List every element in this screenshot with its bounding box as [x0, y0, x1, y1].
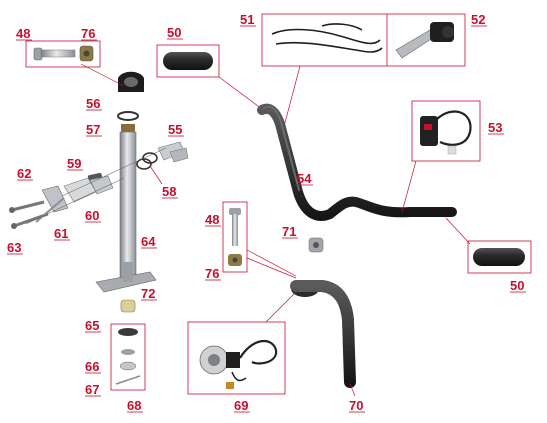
leader-58 — [149, 165, 163, 185]
washer-65 — [118, 328, 138, 336]
pin-68 — [115, 375, 141, 385]
callout-70: 70 — [349, 398, 363, 413]
callout-66: 66 — [85, 359, 99, 374]
callout-65: 65 — [85, 318, 99, 333]
oring-58b — [136, 158, 152, 170]
callout-50-top: 50 — [167, 25, 181, 40]
grip-50-top-box — [156, 44, 220, 78]
handlebar-54-highlight — [263, 105, 300, 191]
leader-50-bottom — [445, 217, 471, 245]
callout-61: 61 — [54, 226, 68, 241]
grip-50-top — [163, 52, 213, 70]
callout-72: 72 — [141, 286, 155, 301]
bracket-55 — [157, 141, 189, 163]
leader-70 — [349, 383, 356, 397]
callout-67: 67 — [85, 382, 99, 397]
callout-62: 62 — [17, 166, 31, 181]
bushing-72 — [120, 299, 136, 313]
leader-69 — [265, 289, 299, 323]
nut-76 — [79, 45, 94, 62]
callout-50-bottom: 50 — [510, 278, 524, 293]
cable-lever-box — [261, 13, 466, 67]
bolt-48-lower — [229, 208, 241, 246]
brake-lever-52 — [395, 22, 454, 59]
guide-line-lower — [25, 177, 125, 225]
ignition-69-box — [187, 321, 286, 395]
grip-50-bottom — [473, 248, 525, 266]
callout-69: 69 — [234, 398, 248, 413]
callout-54: 54 — [297, 171, 312, 186]
callout-55: 55 — [168, 122, 182, 137]
callout-76-top: 76 — [81, 26, 95, 41]
callout-59: 59 — [67, 156, 81, 171]
callout-56: 56 — [86, 96, 100, 111]
bracket-60 — [63, 175, 114, 203]
callout-60: 60 — [85, 208, 99, 223]
steering-column-64 — [95, 124, 157, 293]
callout-63: 63 — [7, 240, 21, 255]
callout-53: 53 — [488, 120, 502, 135]
bolt-48-lower-box — [222, 201, 248, 273]
switch-53 — [420, 110, 472, 155]
grip-50-bottom-box — [467, 240, 532, 274]
callout-71: 71 — [282, 224, 296, 239]
stem-70 — [290, 280, 356, 388]
callout-76-lower: 76 — [205, 266, 219, 281]
callout-51: 51 — [240, 12, 254, 27]
leader-51 — [281, 65, 301, 135]
clamp-56 — [118, 71, 144, 92]
pin-61 — [35, 197, 65, 223]
throttle-cable-51 — [271, 23, 383, 53]
leader-48-lower — [246, 249, 297, 277]
nut-67 — [119, 361, 137, 371]
leader-76-lower — [246, 257, 297, 279]
washer-57 — [117, 111, 139, 121]
callout-68: 68 — [127, 398, 141, 413]
oring-58a — [142, 152, 158, 164]
leader-53 — [401, 160, 417, 213]
nut-76-lower — [228, 254, 242, 266]
ignition-switch-69 — [199, 340, 278, 389]
callout-48-top: 48 — [16, 26, 30, 41]
callout-57: 57 — [86, 122, 100, 137]
nut-71 — [308, 237, 324, 253]
washer-66 — [121, 349, 135, 355]
callout-48-lower: 48 — [205, 212, 219, 227]
plate-62 — [41, 185, 69, 213]
bolt-48-box — [25, 40, 101, 68]
handlebar-54 — [257, 103, 457, 221]
leader-50-top — [218, 76, 267, 113]
callout-underlines — [7, 25, 526, 413]
callout-58: 58 — [162, 184, 176, 199]
callout-52: 52 — [471, 12, 485, 27]
hardware-box — [110, 323, 146, 391]
bolt-48 — [33, 47, 76, 61]
callout-64: 64 — [141, 234, 156, 249]
guide-line-upper — [61, 147, 167, 197]
switch-53-box — [411, 100, 481, 162]
leader-56 — [80, 63, 125, 87]
